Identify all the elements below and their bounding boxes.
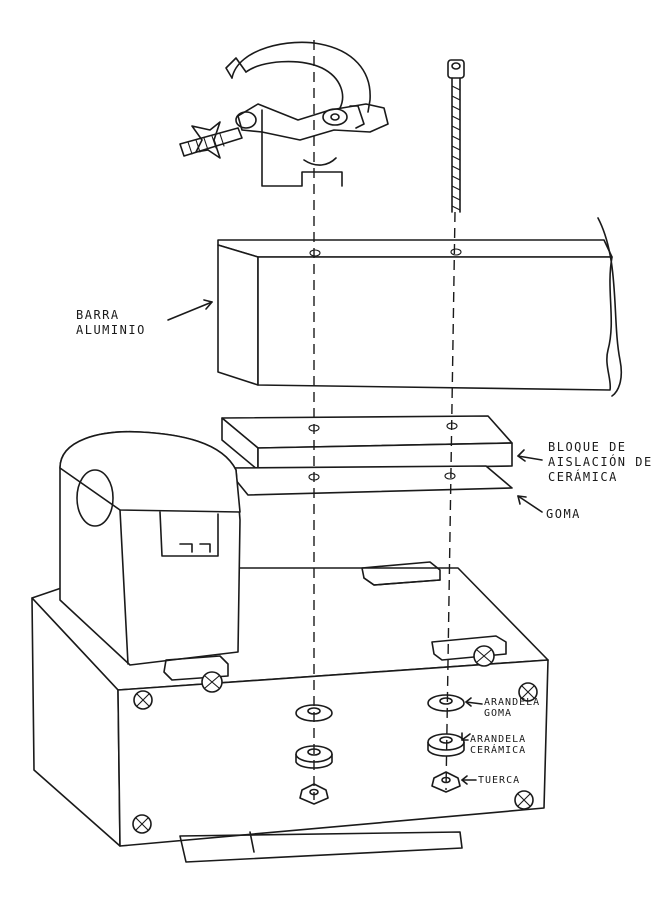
label-line: BLOQUE DE [548,440,627,454]
long-bolt [447,59,465,213]
label-line: BARRA [76,308,120,322]
label-line: ARANDELA [470,734,527,745]
label-bloque-ceramica: BLOQUE DE AISLACIÓN DE CERÁMICA [548,440,652,485]
screws [132,645,538,834]
rubber-sheet [225,465,513,496]
aluminium-bar [217,217,623,397]
label-tuerca: TUERCA [478,775,520,786]
label-line: AISLACIÓN DE [548,455,652,469]
ceramic-block [221,415,513,471]
wing-bolt [179,121,243,159]
label-barra-aluminio: BARRA ALUMINIO [76,308,146,338]
label-line: CERÁMICA [470,745,527,756]
label-line: GOMA [546,507,581,521]
label-line: CERÁMICA [548,470,618,484]
hinge-block [59,430,241,681]
leader-arrows [167,299,543,785]
label-line: ARANDELA [484,697,541,708]
assembly-axes [313,40,456,800]
label-line: GOMA [484,708,513,719]
label-arandela-goma: ARANDELA GOMA [484,697,540,719]
label-arandela-ceramica: ARANDELA CERÁMICA [470,734,526,756]
clamp [225,41,389,187]
label-line: TUERCA [478,775,521,786]
label-goma: GOMA [546,507,581,522]
label-line: ALUMINIO [76,323,146,337]
right-hardware-stack [427,694,465,793]
